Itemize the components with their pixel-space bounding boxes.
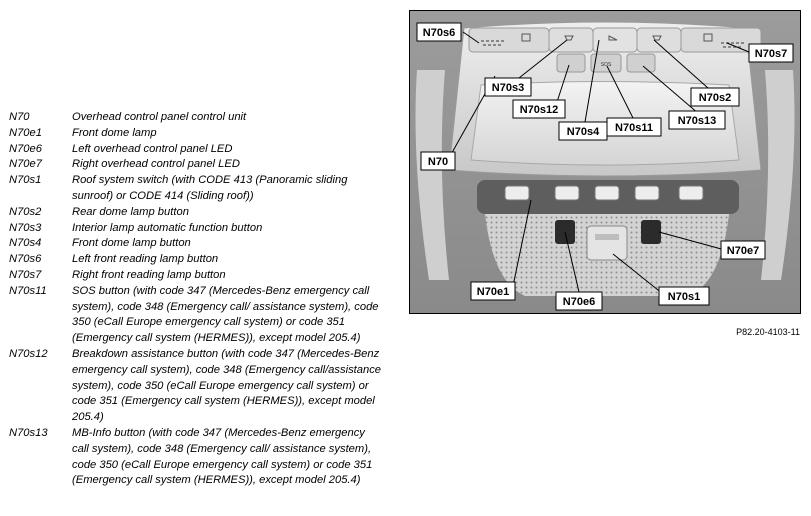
label-box — [658, 286, 710, 306]
left-grab-handle — [415, 70, 449, 280]
label-n70s7: N70s7 — [755, 48, 787, 60]
label-n70s3: N70s3 — [492, 82, 524, 94]
rear-lamp-icon — [652, 35, 662, 41]
roof-system-switch[interactable] — [586, 225, 628, 261]
breakdown-assistance-button[interactable] — [556, 53, 586, 73]
led-lamps — [504, 185, 704, 201]
legend-code: N70s4 — [9, 237, 42, 250]
label-box — [748, 43, 794, 63]
mb-info-button[interactable] — [626, 53, 656, 73]
dome-lamp-icon — [608, 35, 618, 41]
label-n70: N70 — [428, 156, 448, 168]
reading-lamp-icon — [521, 33, 531, 42]
legend-row: N70s1 Roof system switch (with CODE 413 (… — [9, 173, 399, 205]
legend-row: N70s13 MB-Info button (with code 347 (Mer… — [9, 426, 399, 489]
legend-desc: Left overhead control panel LED — [72, 142, 233, 155]
legend-code: N70e1 — [9, 126, 42, 139]
legend-desc: Right overhead control panel LED — [72, 158, 240, 171]
reading-lamp-icon — [703, 33, 713, 42]
legend-code: N70e7 — [9, 158, 42, 171]
legend-row: N70e6 Left overhead control panel LED — [9, 142, 399, 158]
label-box — [606, 117, 662, 137]
label-box — [690, 87, 740, 107]
label-n70e7: N70e7 — [727, 245, 759, 257]
label-n70s12: N70s12 — [520, 104, 559, 116]
legend-row: N70s12 Breakdown assistance button (with … — [9, 347, 399, 426]
label-box — [668, 110, 726, 130]
figure-caption: P82.20-4103-11 — [736, 327, 800, 337]
legend-code: N70e6 — [9, 142, 42, 155]
legend-desc: Overhead control panel control unit — [72, 111, 247, 123]
label-n70s2: N70s2 — [699, 92, 731, 104]
legend-desc: Roof system switch (with CODE 413 (Panor… — [72, 174, 348, 202]
label-n70s11: N70s11 — [615, 122, 653, 134]
label-n70s4: N70s4 — [567, 126, 600, 138]
sos-button-label: SOS — [601, 62, 612, 68]
legend-desc: Front dome lamp button — [72, 237, 191, 250]
right-grab-handle — [761, 70, 795, 280]
legend-code: N70s2 — [9, 205, 42, 218]
sos-button[interactable] — [590, 53, 622, 73]
label-n70e6: N70e6 — [563, 296, 595, 308]
legend-row: N70s6 Left front reading lamp button — [9, 252, 399, 268]
switch-rocker — [595, 234, 619, 240]
legend-desc: Interior lamp automatic function button — [72, 221, 263, 234]
overhead-panel-photo: SOS N70s6 N70s7 N70s3 — [409, 10, 801, 314]
legend-row: N70e7 Right overhead control panel LED — [9, 157, 399, 173]
interior-lamp-icon — [564, 35, 574, 41]
label-box — [416, 22, 462, 42]
label-n70s13: N70s13 — [678, 115, 717, 127]
legend-code: N70s11 — [9, 284, 47, 297]
label-n70s1: N70s1 — [668, 291, 700, 303]
right-led-window — [641, 220, 661, 244]
label-box — [555, 291, 603, 311]
legend-row: N70e1 Front dome lamp — [9, 126, 399, 142]
label-box — [720, 240, 766, 260]
legend-row: N70s11 SOS button (with code 347 (Mercede… — [9, 284, 399, 347]
legend-row: N70s4 Front dome lamp button — [9, 236, 399, 252]
legend-row: N70s3 Interior lamp automatic function bu… — [9, 221, 399, 237]
legend-list: N70 Overhead control panel control unit N… — [9, 110, 399, 489]
leader-lines — [448, 31, 750, 295]
label-box — [512, 99, 566, 119]
legend-code: N70s12 — [9, 347, 48, 360]
legend-code: N70s3 — [9, 221, 42, 234]
legend-desc: Front dome lamp — [72, 126, 157, 139]
speaker-grille-left — [481, 40, 504, 46]
label-box — [420, 151, 456, 171]
legend-desc: SOS button (with code 347 (Mercedes-Benz… — [72, 284, 379, 345]
legend-desc: Rear dome lamp button — [72, 205, 189, 218]
label-box — [484, 77, 532, 97]
legend-desc: MB-Info button (with code 347 (Mercedes-… — [72, 426, 373, 487]
legend-desc: Right front reading lamp button — [72, 268, 226, 281]
legend-code: N70s7 — [9, 268, 42, 281]
legend-code: N70s1 — [9, 174, 42, 187]
label-n70e1: N70e1 — [477, 286, 509, 298]
legend-row: N70 Overhead control panel control unit — [9, 110, 399, 126]
legend-code: N70s13 — [9, 426, 48, 439]
legend-code: N70s6 — [9, 253, 42, 266]
legend-code: N70 — [9, 111, 30, 123]
legend-desc: Breakdown assistance button (with code 3… — [72, 347, 382, 424]
label-n70s6: N70s6 — [423, 27, 455, 39]
label-box — [470, 281, 516, 301]
legend-row: N70s2 Rear dome lamp button — [9, 205, 399, 221]
legend-desc: Left front reading lamp button — [72, 253, 219, 266]
legend-row: N70s7 Right front reading lamp button — [9, 268, 399, 284]
